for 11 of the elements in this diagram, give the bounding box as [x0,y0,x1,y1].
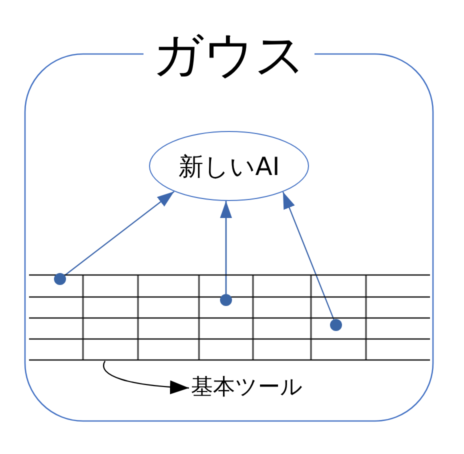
dot [54,273,66,285]
dot [330,319,342,331]
frame-title: ガウス [152,30,306,80]
arrow [220,200,232,294]
dot [220,294,232,306]
arrow [282,192,334,320]
arrow [103,360,190,394]
ellipse-node: 新しいAI [149,131,309,201]
grid [29,274,430,361]
label-text: 基本ツール [191,377,303,399]
arrow [64,191,174,276]
